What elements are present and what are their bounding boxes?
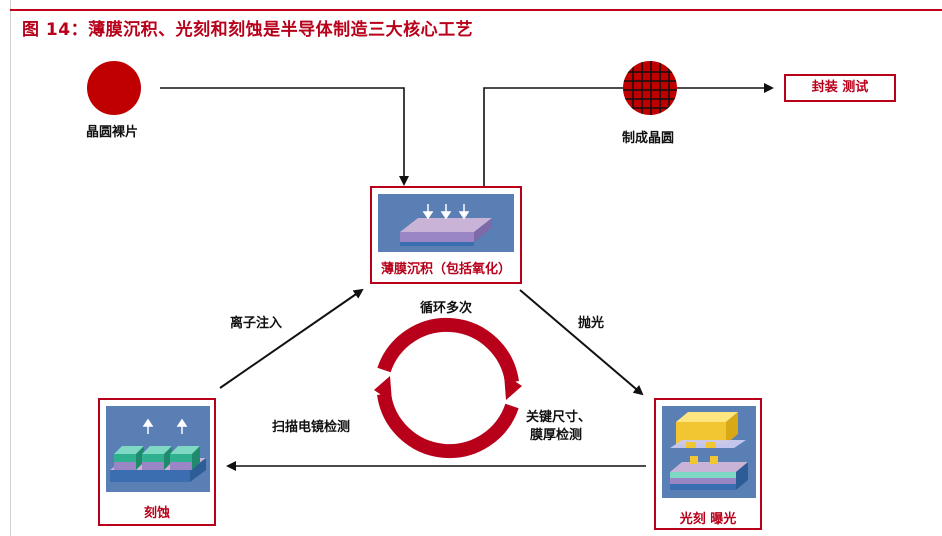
lithography-label: 光刻 曝光 <box>679 512 737 527</box>
left-border <box>10 0 11 536</box>
arrow-ion-implant <box>219 288 364 389</box>
critical-dimension-label: 关键尺寸、 <box>526 410 592 425</box>
cycle-arrow-top <box>377 317 519 384</box>
sem-inspection-label: 扫描电镜检测 <box>272 420 351 435</box>
bare-wafer-label: 晶圆裸片 <box>86 125 139 140</box>
arrow-polish <box>519 289 644 396</box>
film-thickness-label: 膜厚检测 <box>530 428 583 443</box>
figure-title: 图 14：薄膜沉积、光刻和刻蚀是半导体制造三大核心工艺 <box>22 20 474 40</box>
cycle-arrow-bottom <box>377 392 519 459</box>
arrow-bare-to-deposition <box>160 87 409 186</box>
packaging-test-box: 封装 测试 <box>784 74 896 102</box>
cycle-arrowhead-bottom <box>374 376 392 402</box>
etching-box: 刻蚀 <box>98 398 216 526</box>
ion-implant-label: 离子注入 <box>230 316 283 331</box>
etching-illustration <box>106 406 210 492</box>
deposition-illustration <box>378 194 514 252</box>
deposition-label: 薄膜沉积（包括氧化） <box>380 262 511 277</box>
title-rule <box>10 9 942 11</box>
polish-label: 抛光 <box>578 316 605 331</box>
finished-wafer-label: 制成晶圆 <box>622 131 675 146</box>
deposition-box: 薄膜沉积（包括氧化） <box>370 186 522 284</box>
lithography-box: 光刻 曝光 <box>654 398 762 530</box>
cycle-label: 循环多次 <box>420 301 473 316</box>
cycle-arrowhead-top <box>504 374 522 400</box>
etching-label: 刻蚀 <box>143 506 170 521</box>
lithography-illustration <box>662 406 756 498</box>
